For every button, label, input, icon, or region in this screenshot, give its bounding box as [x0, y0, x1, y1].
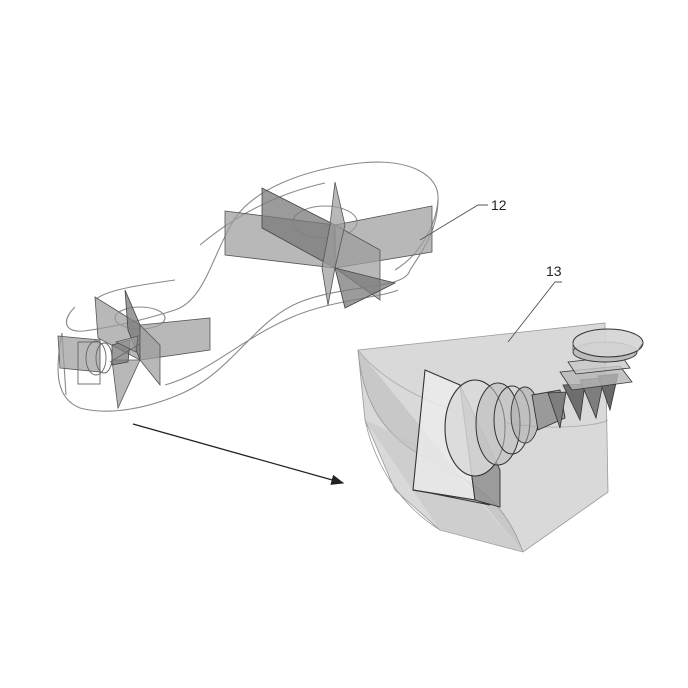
detail-arrow [132, 423, 345, 485]
small-lens [572, 328, 644, 358]
inner-optics-assembly [77, 335, 141, 385]
callout-12-label: 12 [491, 197, 507, 213]
callout-12-group: 12 [419, 197, 507, 241]
detail-optics [412, 328, 644, 508]
callout-13-group: 13 [507, 263, 562, 343]
callout-13-label: 13 [546, 263, 562, 279]
panel-cross-right [224, 181, 433, 309]
